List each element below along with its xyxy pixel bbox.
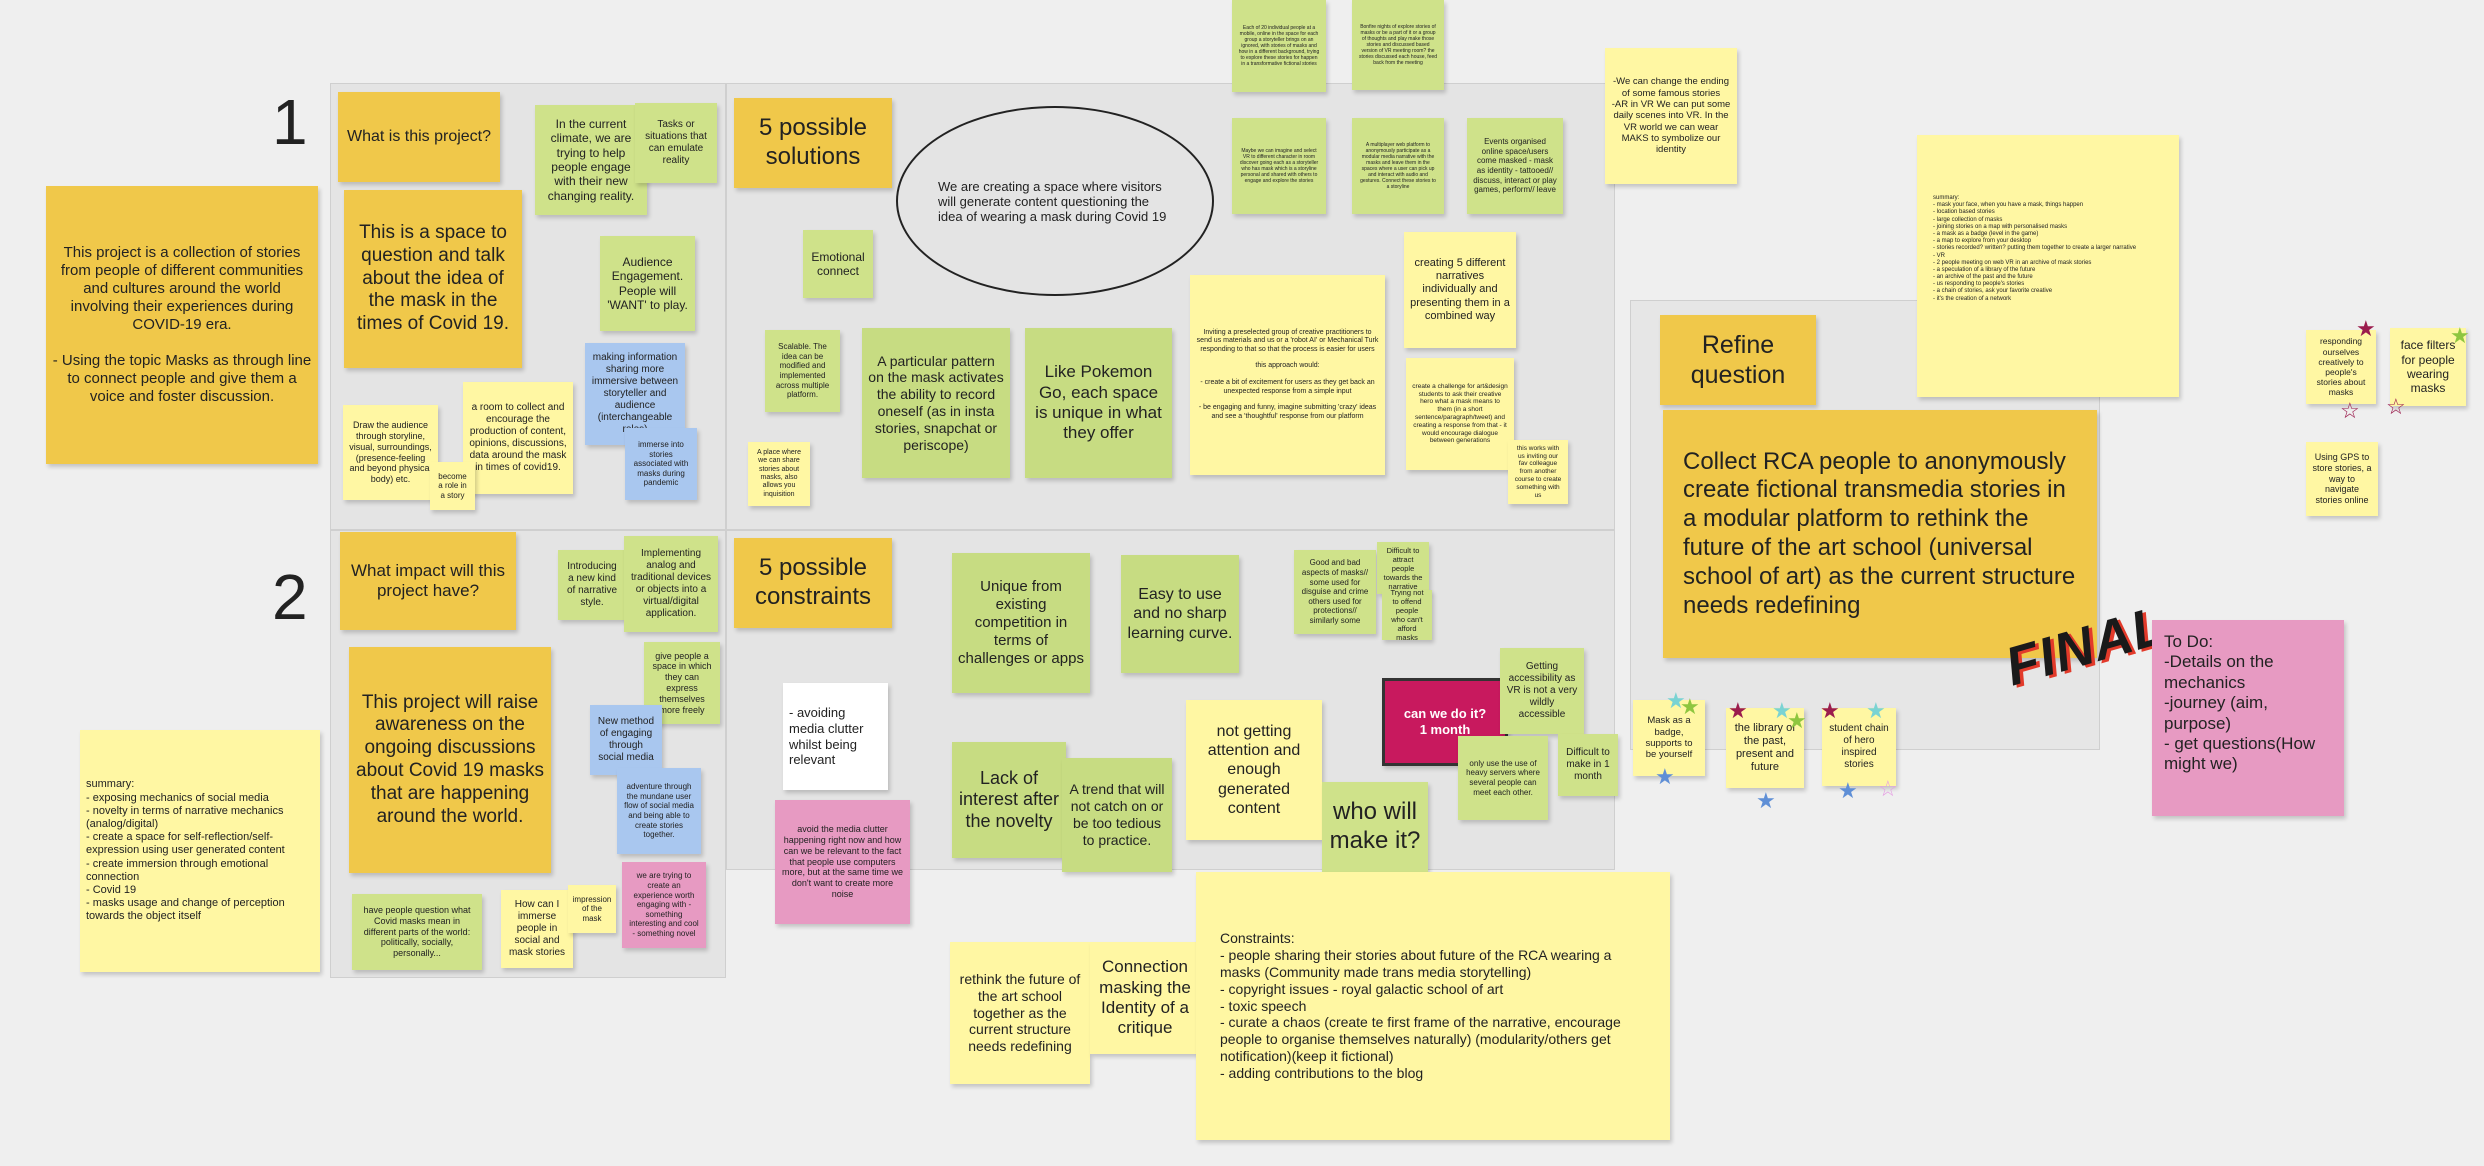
note-difficult-month[interactable]: Difficult to make in 1 month <box>1558 734 1618 796</box>
note-right-summary[interactable]: summary: - mask your face, when you have… <box>1917 135 2179 397</box>
note-pokemon[interactable]: Like Pokemon Go, each space is unique in… <box>1025 328 1172 478</box>
row-number-1: 1 <box>272 86 308 158</box>
note-who-will-make[interactable]: who will make it? <box>1322 782 1428 872</box>
note-getting-accessibility[interactable]: Getting accessibility as VR is not a ver… <box>1500 648 1584 734</box>
note-connection-masking[interactable]: Connection masking the Identity of a cri… <box>1090 942 1200 1054</box>
note-rethink-future[interactable]: rethink the future of the art school tog… <box>950 942 1090 1084</box>
note-not-getting-attention[interactable]: not getting attention and enough generat… <box>1186 700 1322 840</box>
note-left-summary[interactable]: summary: - exposing mechanics of social … <box>80 730 320 972</box>
note-what-is-project[interactable]: What is this project? <box>338 92 500 182</box>
note-space-question[interactable]: This is a space to question and talk abo… <box>344 190 522 368</box>
note-give-space[interactable]: give people a space in which they can ex… <box>644 642 720 724</box>
note-new-method[interactable]: New method of engaging through social me… <box>590 705 662 775</box>
note-room-collect[interactable]: a room to collect and encourage the prod… <box>463 382 573 494</box>
note-what-impact[interactable]: What impact will this project have? <box>340 532 516 630</box>
star-icon: ★ <box>1787 708 1807 733</box>
star-icon: ★ <box>1655 764 1675 789</box>
note-five-narratives[interactable]: creating 5 different narratives individu… <box>1404 232 1516 348</box>
star-icon: ★ <box>1680 694 1700 719</box>
note-only-servers[interactable]: only use the use of heavy servers where … <box>1458 736 1548 820</box>
note-easy-use[interactable]: Easy to use and no sharp learning curve. <box>1121 555 1239 673</box>
note-mask-badge[interactable]: Mask as a badge, supports to be yourself <box>1633 700 1705 776</box>
note-refine-title[interactable]: Refine question <box>1660 315 1816 405</box>
note-adventure[interactable]: adventure through the mundane user flow … <box>617 768 701 854</box>
star-icon: ☆ <box>2340 398 2360 423</box>
note-challenge[interactable]: create a challenge for art&design studen… <box>1406 358 1514 470</box>
note-top-small-4[interactable]: A multiplayer web platform to anonymousl… <box>1352 118 1444 214</box>
star-icon: ★ <box>1666 688 1686 713</box>
star-icon: ★ <box>1838 778 1858 803</box>
star-icon: ★ <box>1756 788 1776 813</box>
note-how-immerse[interactable]: How can I immerse people in social and m… <box>501 890 573 968</box>
note-place-share[interactable]: A place where we can share stories about… <box>748 442 810 506</box>
note-pattern-mask[interactable]: A particular pattern on the mask activat… <box>862 328 1010 478</box>
note-unique-competition[interactable]: Unique from existing competition in term… <box>952 553 1090 693</box>
note-introducing[interactable]: Introducing a new kind of narrative styl… <box>558 550 626 620</box>
star-icon: ★ <box>2356 316 2376 341</box>
note-todo[interactable]: To Do: -Details on the mechanics -journe… <box>2152 620 2344 816</box>
note-good-bad[interactable]: Good and bad aspects of masks// some use… <box>1294 550 1376 634</box>
note-people-question[interactable]: have people question what Covid masks me… <box>352 894 482 970</box>
note-audience-engagement[interactable]: Audience Engagement. People will 'WANT' … <box>600 236 695 331</box>
note-gps[interactable]: Using GPS to store stories, a way to nav… <box>2306 442 2378 516</box>
star-icon: ★ <box>1728 698 1748 723</box>
note-library[interactable]: the library of the past, present and fut… <box>1726 708 1804 788</box>
note-avoiding-clutter[interactable]: - avoiding media clutter whilst being re… <box>783 683 888 790</box>
star-icon: ★ <box>1866 698 1886 723</box>
row-number-2: 2 <box>272 561 308 633</box>
star-icon: ★ <box>2450 323 2470 348</box>
note-top-small-3[interactable]: Maybe we can imagine and select VR to di… <box>1232 118 1326 214</box>
note-immerse-stories[interactable]: immerse into stories associated with mas… <box>625 428 697 500</box>
note-trend[interactable]: A trend that will not catch on or be too… <box>1062 758 1172 872</box>
note-colleague[interactable]: this works with us inviting our fav coll… <box>1508 440 1568 504</box>
note-trying-create[interactable]: we are trying to create an experience wo… <box>622 862 706 948</box>
note-scalable[interactable]: Scalable. The idea can be modified and i… <box>765 330 840 412</box>
note-implementing[interactable]: Implementing analog and traditional devi… <box>624 536 718 632</box>
note-raise-awareness[interactable]: This project will raise awareness on the… <box>349 647 551 873</box>
note-emotional-connect[interactable]: Emotional connect <box>803 230 873 298</box>
ellipse-space-statement[interactable]: We are creating a space where visitors w… <box>896 106 1214 296</box>
note-climate[interactable]: In the current climate, we are trying to… <box>535 105 647 215</box>
note-tasks[interactable]: Tasks or situations that can emulate rea… <box>635 103 717 183</box>
note-become-role[interactable]: become a role in a story <box>430 462 475 510</box>
note-lack-interest[interactable]: Lack of interest after the novelty <box>952 742 1066 858</box>
note-left-intro[interactable]: This project is a collection of stories … <box>46 186 318 464</box>
note-top-small-1[interactable]: Each of 20 individual people at a mobile… <box>1232 0 1326 92</box>
note-constraints-title[interactable]: 5 possible constraints <box>734 538 892 628</box>
note-impression[interactable]: impression of the mask <box>568 885 616 933</box>
note-events[interactable]: Events organised online space/users come… <box>1467 118 1563 214</box>
note-responding[interactable]: responding ourselves creatively to peopl… <box>2306 330 2376 404</box>
note-solutions-title[interactable]: 5 possible solutions <box>734 98 892 188</box>
star-icon: ★ <box>1820 698 1840 723</box>
star-icon: ☆ <box>1878 776 1898 801</box>
note-change-ending[interactable]: -We can change the ending of some famous… <box>1605 48 1737 184</box>
star-icon: ☆ <box>2386 394 2406 419</box>
note-top-small-2[interactable]: Bonfire nights of explore stories of mas… <box>1352 0 1444 90</box>
note-constraints-big[interactable]: Constraints: - people sharing their stor… <box>1196 872 1670 1140</box>
note-avoid-clutter-pink[interactable]: avoid the media clutter happening right … <box>775 800 910 924</box>
note-collect-rca[interactable]: Collect RCA people to anonymously create… <box>1663 410 2097 658</box>
note-difficult-attract[interactable]: Difficult to attract people towards the … <box>1377 542 1429 594</box>
note-face-filters[interactable]: face filters for people wearing masks <box>2390 328 2466 406</box>
note-student-chain[interactable]: student chain of hero inspired stories <box>1822 708 1896 786</box>
note-invite-group[interactable]: Inviting a preselected group of creative… <box>1190 275 1385 475</box>
note-trying-not-offend[interactable]: Trying not to offend people who can't af… <box>1382 590 1432 640</box>
star-icon: ★ <box>1772 698 1792 723</box>
note-draw-audience[interactable]: Draw the audience through storyline, vis… <box>343 405 438 500</box>
